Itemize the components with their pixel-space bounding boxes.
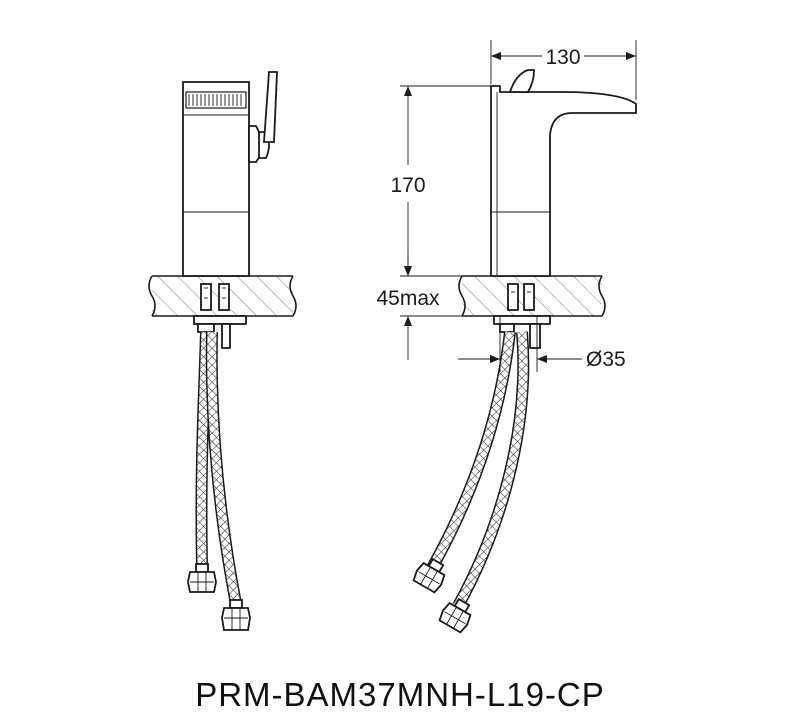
dimension-height: 170 [390,85,492,277]
side-supply-hoses [412,331,530,634]
side-view: 130 170 45max Ø [376,40,637,634]
front-hose-nut-2 [221,599,251,631]
height-label: 170 [390,174,425,197]
front-hose-nut-1 [187,563,217,593]
hole-label: Ø35 [586,348,626,371]
spout-grille [188,94,242,106]
front-faucet-body [182,81,250,277]
side-mounting-hardware [493,283,551,349]
front-supply-hoses [187,331,251,631]
side-hose-nut-1 [412,557,446,594]
thickness-label: 45max [376,287,440,310]
front-view [148,71,297,631]
dimension-width: 130 [490,40,637,100]
front-lever-handle [248,71,278,163]
side-faucet-body [490,69,637,277]
front-mounting-hardware [193,283,247,349]
side-hose-nut-2 [438,597,472,634]
dimension-thickness: 45max [376,254,462,360]
width-label: 130 [545,46,580,69]
model-code: PRM-BAM37MNH-L19-CP [195,676,605,713]
dimension-hole: Ø35 [458,316,626,372]
